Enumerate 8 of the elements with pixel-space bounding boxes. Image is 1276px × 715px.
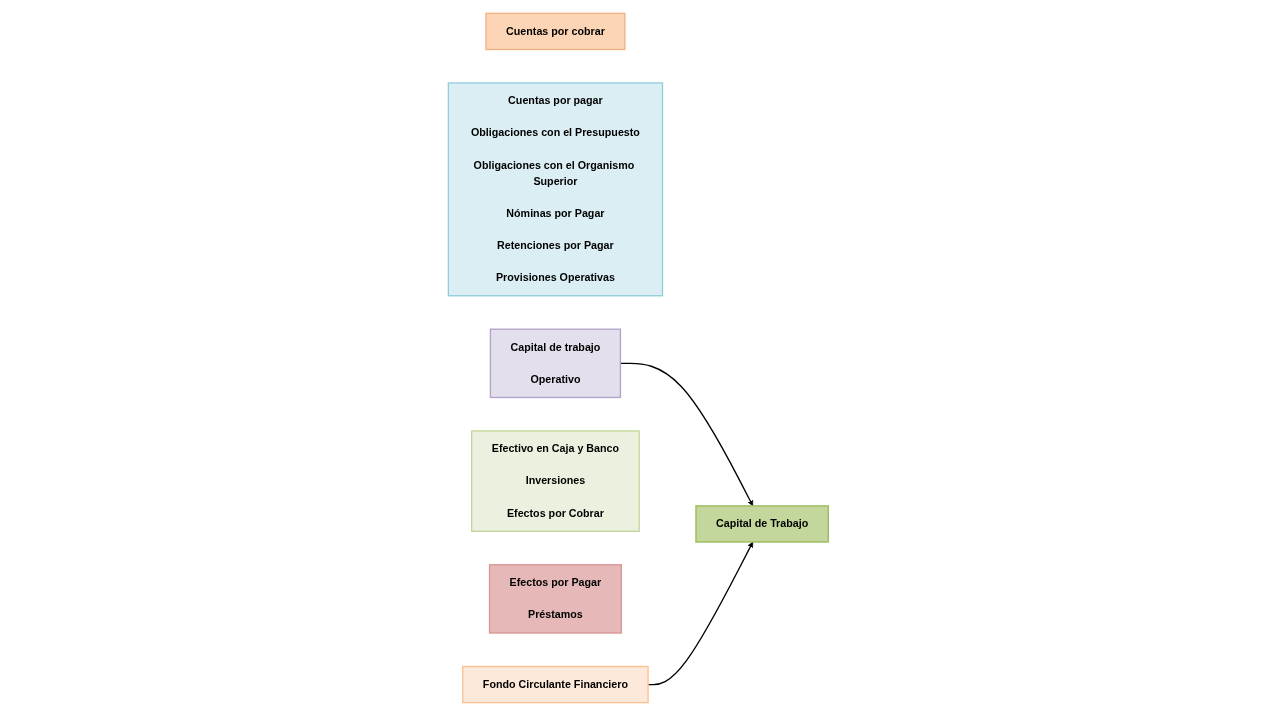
node-box: Capital de trabajo Operativo (489, 328, 621, 398)
node-box: Capital de Trabajo (694, 504, 829, 543)
node-box: Fondo Circulante Financiero (461, 665, 649, 703)
node-box: Cuentas por pagar Obligaciones con el Presupuesto Obligaciones con el Organismo Superior Nóminas por Pagar Retenciones por Pagar Provisiones Operativas (447, 81, 663, 296)
arrow (647, 541, 753, 685)
node-box: Efectos por Pagar Préstamos (488, 563, 622, 634)
node-box: Cuentas por cobrar (484, 12, 626, 50)
node-box: Efectivo en Caja y Banco Inversiones Efectos por Cobrar (470, 429, 640, 532)
